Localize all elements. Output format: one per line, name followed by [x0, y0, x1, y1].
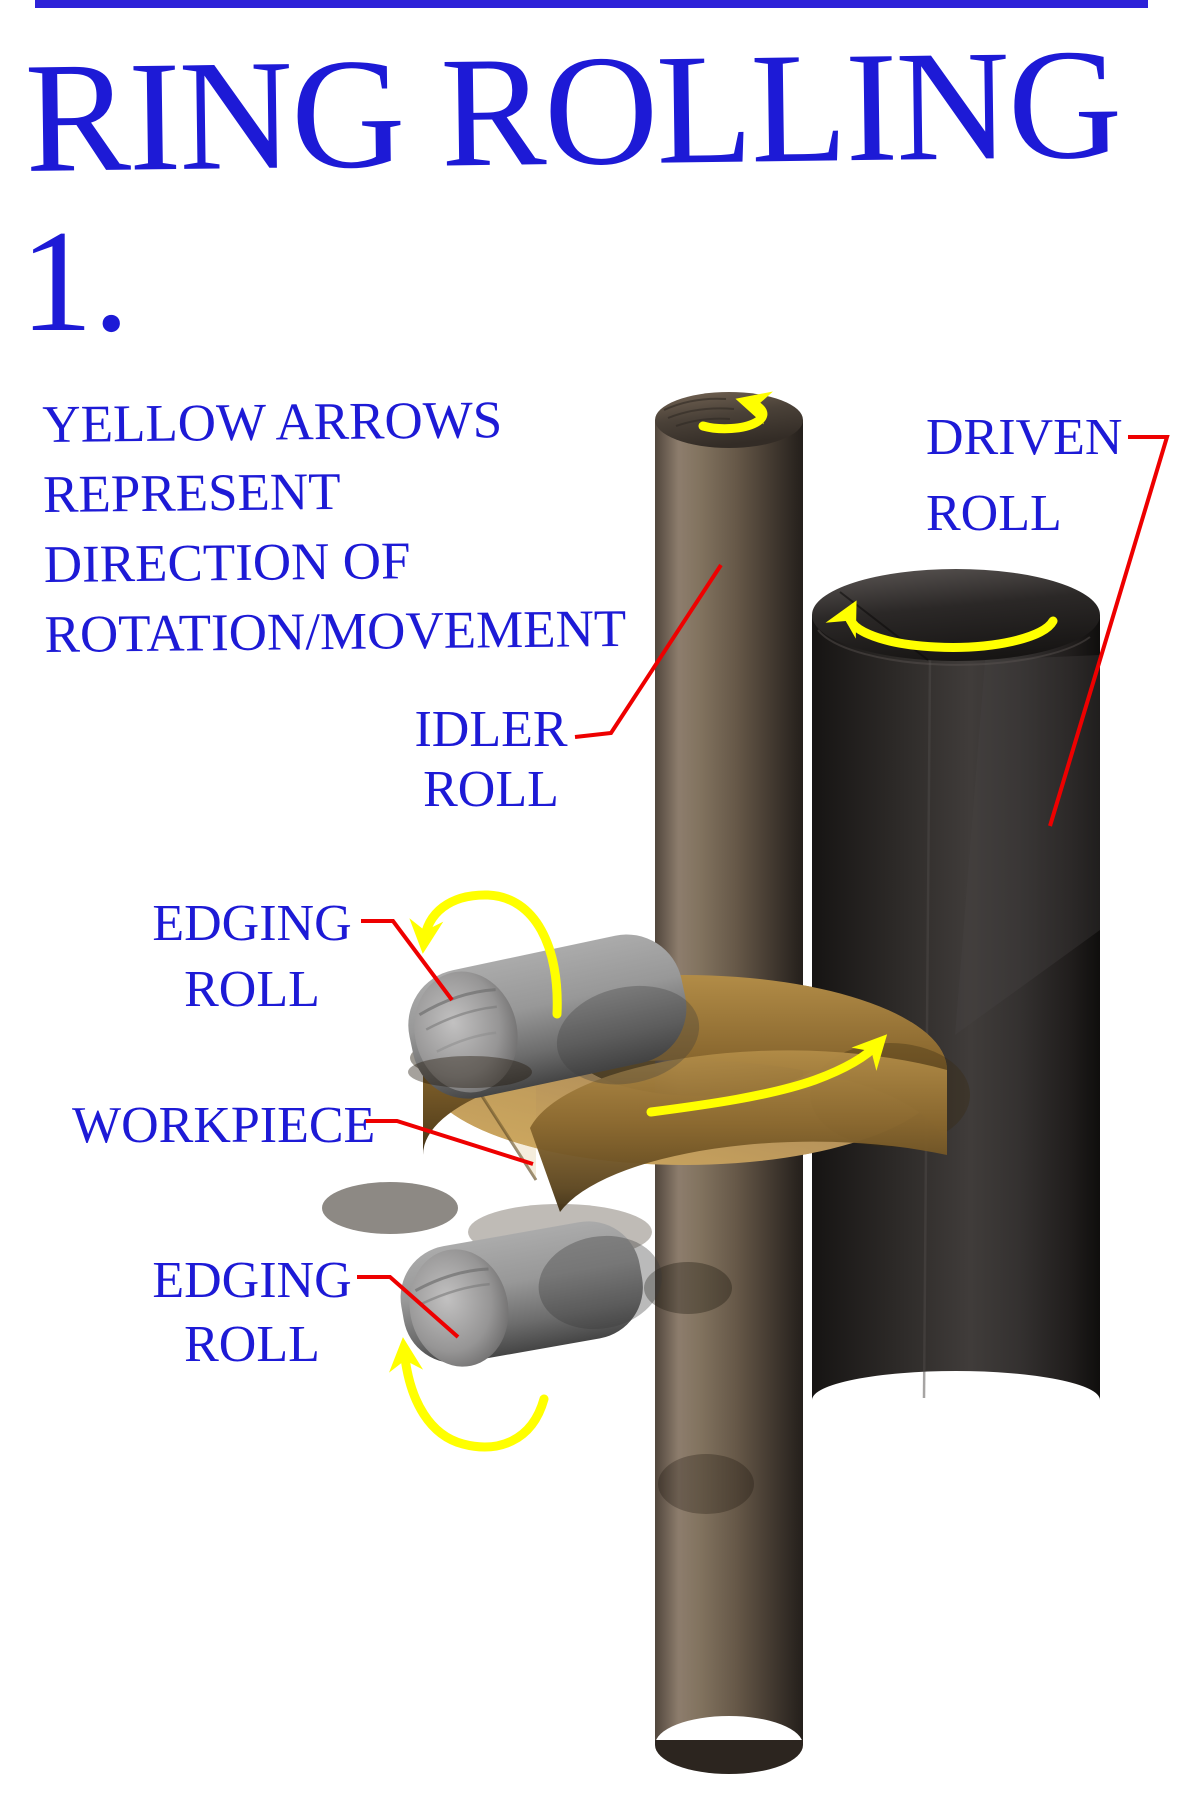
driven-rotation-arrow	[825, 600, 1058, 652]
edging-roll-top-label: EDGING ROLL	[150, 891, 354, 1023]
shadow-smudge	[322, 1182, 458, 1234]
shadow-smudge	[658, 1454, 754, 1514]
driven-roll-label-line1: DRIVEN	[926, 409, 1123, 466]
shadow-smudge	[644, 1262, 732, 1314]
idler-rotation-arrow	[698, 391, 773, 434]
edging-top-leader-line	[361, 919, 454, 1002]
idler-roll-label: IDLER ROLL	[412, 700, 570, 820]
ring-wall-overlap	[530, 1050, 947, 1212]
idler-roll-top-face	[655, 392, 803, 448]
idler-roll-label-line2: ROLL	[423, 761, 559, 818]
edging-roll-top-label-line1: EDGING	[152, 895, 352, 952]
workpiece-rotation-arrow	[646, 1034, 888, 1117]
idler-roll-leader-line	[574, 563, 723, 739]
edging-roll-bottom-label-line2: ROLL	[184, 1316, 320, 1373]
workpiece-label-line1: WORKPIECE	[72, 1097, 376, 1154]
edging-top-rotation-arrow	[409, 890, 562, 1019]
shadow-smudge	[408, 1056, 532, 1088]
driven-roll-label-line2: ROLL	[926, 485, 1062, 542]
top-border-line	[35, 0, 1148, 8]
edging-roll-bottom-label: EDGING ROLL	[150, 1249, 354, 1377]
edging-bottom-rotation-arrow	[388, 1337, 549, 1452]
edging-roll-bottom-cap	[409, 1249, 509, 1367]
idler-roll-label-line1: IDLER	[414, 701, 568, 758]
workpiece-leader-line	[365, 1119, 534, 1166]
driven-roll-leader-line	[1048, 435, 1170, 827]
step-number: 1.	[20, 200, 130, 362]
edging-roll-bottom-label-line1: EDGING	[152, 1252, 352, 1309]
workpiece-label: WORKPIECE	[72, 1096, 375, 1156]
edging-roll-top-label-line2: ROLL	[184, 961, 320, 1018]
driven-roll-label: DRIVEN ROLL	[926, 400, 1122, 552]
driven-roll	[812, 569, 1100, 1400]
edging-bottom-leader-line	[357, 1275, 460, 1339]
edging-roll-top-cap	[414, 971, 518, 1093]
